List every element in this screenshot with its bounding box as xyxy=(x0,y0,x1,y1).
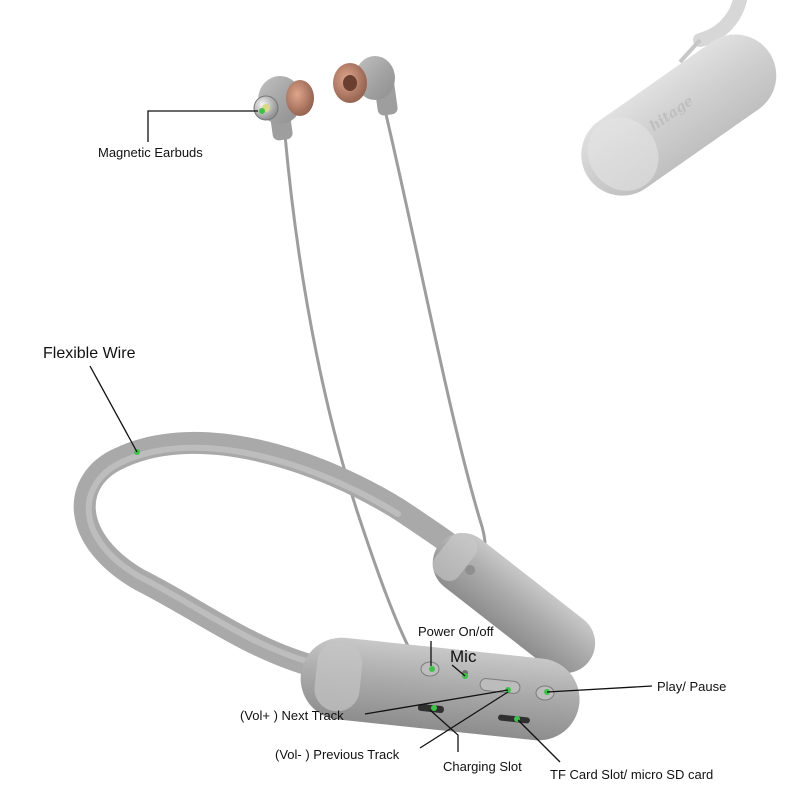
callout-magnetic-earbuds: Magnetic Earbuds xyxy=(98,145,203,160)
callout-play-pause: Play/ Pause xyxy=(657,679,727,694)
right-capsule xyxy=(432,532,596,674)
callout-tf-card: TF Card Slot/ micro SD card xyxy=(550,767,714,782)
closeup-capsule: hitage xyxy=(581,0,777,196)
flexible-band xyxy=(73,431,466,679)
callout-vol-down: (Vol- ) Previous Track xyxy=(275,747,400,762)
right-earbud xyxy=(333,56,398,116)
callout-flexible-wire: Flexible Wire xyxy=(43,345,136,362)
callout-power: Power On/off xyxy=(418,624,494,639)
callout-markers xyxy=(134,108,550,722)
callout-mic: Mic xyxy=(450,647,477,666)
leader-lines xyxy=(89,110,653,763)
left-earbud xyxy=(253,76,314,141)
callout-charging: Charging Slot xyxy=(443,759,522,774)
callout-vol-up: (Vol+ ) Next Track xyxy=(240,708,344,723)
control-capsule xyxy=(300,637,580,741)
